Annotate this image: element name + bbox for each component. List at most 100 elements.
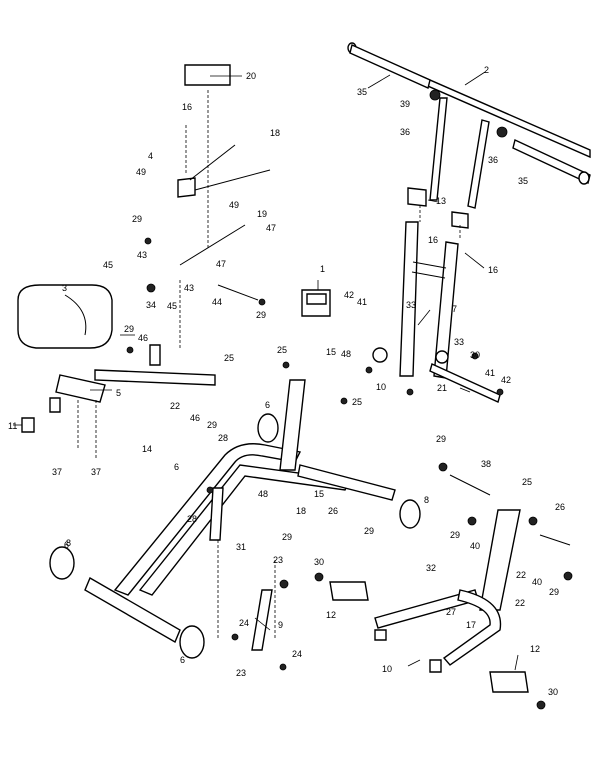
callout-6: 6 — [174, 462, 179, 472]
callout-29: 29 — [549, 587, 559, 597]
callout-16: 16 — [428, 235, 438, 245]
callout-30: 30 — [470, 350, 480, 360]
callout-39: 39 — [400, 99, 410, 109]
callout-43: 43 — [184, 283, 194, 293]
callout-38: 38 — [481, 459, 491, 469]
callout-26: 26 — [555, 502, 565, 512]
callout-26: 26 — [328, 506, 338, 516]
callout-14: 14 — [142, 444, 152, 454]
callout-8: 8 — [66, 538, 71, 548]
callout-1: 1 — [320, 264, 325, 274]
callout-25: 25 — [352, 397, 362, 407]
callout-37: 37 — [52, 467, 62, 477]
callout-11: 11 — [8, 421, 17, 431]
callout-34: 34 — [146, 300, 156, 310]
callout-45: 45 — [167, 301, 177, 311]
callout-15: 15 — [326, 347, 336, 357]
callout-21: 21 — [437, 383, 447, 393]
callout-18: 18 — [296, 506, 306, 516]
leader-lines — [13, 71, 519, 671]
callout-6: 6 — [64, 540, 69, 550]
callout-16: 16 — [182, 102, 192, 112]
callout-7: 7 — [452, 304, 457, 314]
callout-31: 31 — [236, 542, 246, 552]
callout-28: 28 — [218, 433, 228, 443]
callout-25: 25 — [522, 477, 532, 487]
callout-41: 41 — [485, 368, 495, 378]
callout-20: 20 — [246, 71, 256, 81]
callout-43: 43 — [137, 250, 147, 260]
part-callouts: 1 2 3 4 5 6 6 6 6 7 8 8 9 10 10 11 12 12… — [8, 65, 565, 697]
callout-30: 30 — [314, 557, 324, 567]
callout-23: 23 — [273, 555, 283, 565]
callout-36: 36 — [400, 127, 410, 137]
callout-8: 8 — [424, 495, 429, 505]
upright-frame — [301, 221, 501, 403]
callout-30: 30 — [548, 687, 558, 697]
callout-46: 46 — [190, 413, 200, 423]
callout-33: 33 — [406, 300, 416, 310]
callout-29: 29 — [436, 434, 446, 444]
callout-29: 29 — [124, 324, 134, 334]
callout-29: 29 — [132, 214, 142, 224]
callout-17: 17 — [466, 620, 476, 630]
callout-25: 25 — [224, 353, 234, 363]
callout-4: 4 — [148, 151, 153, 161]
callout-42: 42 — [501, 375, 511, 385]
callout-27: 27 — [446, 607, 456, 617]
callout-29: 29 — [450, 530, 460, 540]
callout-49: 49 — [136, 167, 146, 177]
callout-41: 41 — [357, 297, 367, 307]
callout-29: 29 — [256, 310, 266, 320]
callout-42: 42 — [344, 290, 354, 300]
crank-pedal-assembly — [251, 474, 571, 693]
callout-6: 6 — [180, 655, 185, 665]
handlebar-assembly — [347, 42, 591, 229]
callout-37: 37 — [91, 467, 101, 477]
callout-3: 3 — [62, 283, 67, 293]
callout-28: 28 — [187, 514, 197, 524]
callout-22: 22 — [170, 401, 180, 411]
callout-29: 29 — [207, 420, 217, 430]
callout-2: 2 — [484, 65, 489, 75]
callout-9: 9 — [278, 620, 283, 630]
callout-18: 18 — [270, 128, 280, 138]
hardware-fasteners — [126, 237, 573, 710]
callout-47: 47 — [266, 223, 276, 233]
assembly-guide-lines — [77, 90, 461, 640]
callout-6: 6 — [265, 400, 270, 410]
callout-24: 24 — [239, 618, 249, 628]
callout-24: 24 — [292, 649, 302, 659]
callout-48: 48 — [341, 349, 351, 359]
callout-32: 32 — [426, 563, 436, 573]
callout-10: 10 — [382, 664, 392, 674]
callout-12: 12 — [530, 644, 540, 654]
callout-47: 47 — [216, 259, 226, 269]
callout-15: 15 — [314, 489, 324, 499]
callout-40: 40 — [532, 577, 542, 587]
callout-44: 44 — [212, 297, 222, 307]
callout-23: 23 — [236, 668, 246, 678]
callout-46: 46 — [138, 333, 148, 343]
callout-22: 22 — [516, 570, 526, 580]
callout-33: 33 — [454, 337, 464, 347]
callout-25: 25 — [277, 345, 287, 355]
callout-45: 45 — [103, 260, 113, 270]
callout-19: 19 — [257, 209, 267, 219]
callout-49: 49 — [229, 200, 239, 210]
callout-40: 40 — [470, 541, 480, 551]
callout-12: 12 — [326, 610, 336, 620]
callout-13: 13 — [436, 196, 446, 206]
seat-assembly — [17, 64, 271, 433]
callout-36: 36 — [488, 155, 498, 165]
main-frame — [49, 379, 421, 659]
callout-10: 10 — [376, 382, 386, 392]
callout-5: 5 — [116, 388, 121, 398]
callout-22: 22 — [515, 598, 525, 608]
callout-16: 16 — [488, 265, 498, 275]
callout-29: 29 — [282, 532, 292, 542]
callout-29: 29 — [364, 526, 374, 536]
callout-35: 35 — [518, 176, 528, 186]
callout-48: 48 — [258, 489, 268, 499]
